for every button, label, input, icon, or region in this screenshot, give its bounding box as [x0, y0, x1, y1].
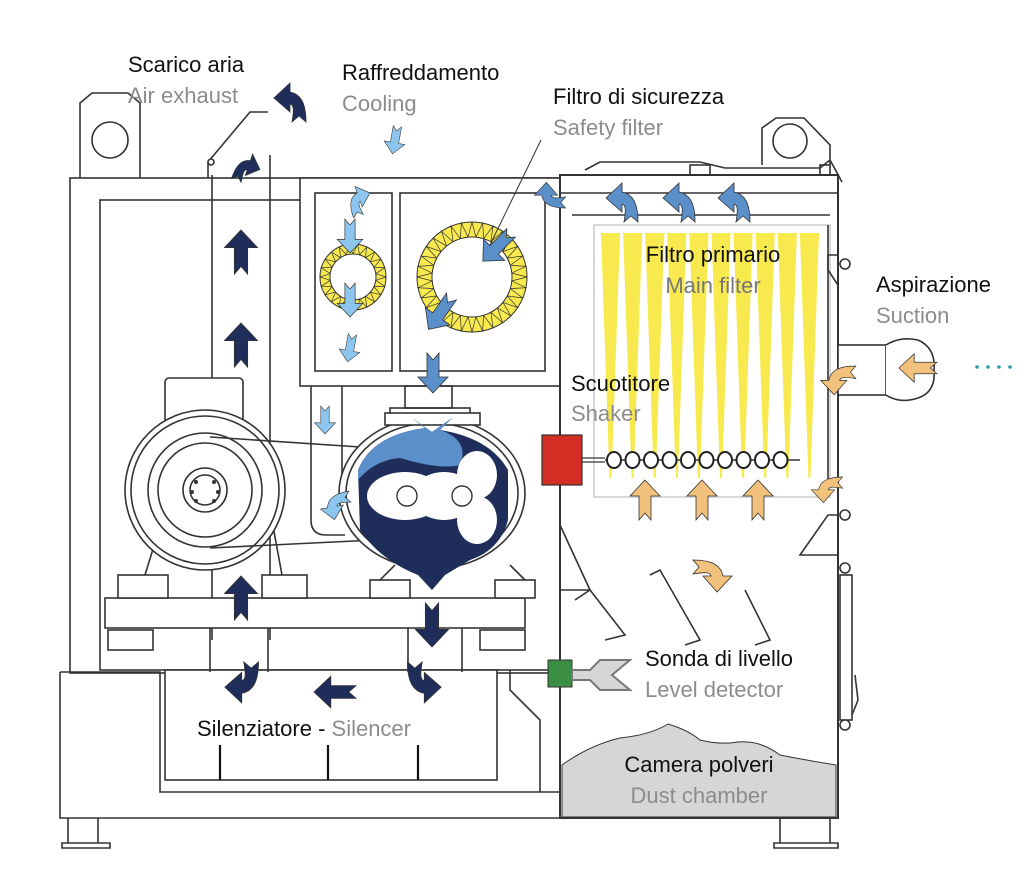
suction-hose-dots: [975, 365, 1012, 369]
label-dust-chamber-en: Dust chamber: [630, 783, 768, 808]
safety-filter-ring-pleats: [416, 221, 528, 333]
access-door: [839, 574, 853, 721]
shaker-ring: [606, 451, 622, 469]
label-air-exhaust-it: Scarico aria: [128, 52, 245, 77]
label-dust-chamber-it: Camera polveri: [624, 752, 774, 777]
lifting-eye-left: [79, 92, 141, 178]
main-filter-cartridge: [623, 233, 643, 478]
label-cooling-en: Cooling: [342, 91, 417, 116]
label-safety-filter-en: Safety filter: [553, 115, 664, 140]
main-filter-cartridge: [645, 233, 665, 478]
main-filter-cartridge: [689, 233, 709, 478]
shaker-ring: [624, 451, 641, 469]
shaker-ring: [698, 451, 715, 469]
shaker-motor: [541, 434, 583, 486]
foot-left: [61, 818, 111, 849]
lid-hinge: [584, 158, 843, 183]
label-air-exhaust-en: Air exhaust: [128, 83, 239, 108]
shaker-ring: [735, 451, 752, 469]
main-filter-cartridge: [667, 233, 687, 478]
main-filter-cartridge: [711, 233, 731, 478]
safety-filter-leader: [489, 139, 542, 246]
baffle-3: [744, 589, 772, 646]
lifting-eye-right: [761, 117, 831, 165]
baffle-2: [649, 568, 702, 646]
main-filter-cartridge: [755, 233, 775, 478]
main-filter-cartridges: [601, 233, 819, 478]
baffle-1: [574, 588, 627, 641]
cooling-filter-ring-pleats: [318, 243, 387, 311]
shaker-ring: [680, 451, 696, 469]
label-main-filter-it: Filtro primario: [645, 242, 781, 267]
shaker-ring: [643, 451, 659, 469]
label-level-detector-en: Level detector: [645, 677, 784, 702]
label-silencer-en: Silencer: [331, 716, 411, 741]
main-filter-cartridge: [777, 233, 797, 478]
label-suction-it: Aspirazione: [876, 272, 991, 297]
main-filter-cartridge: [799, 233, 819, 478]
exhaust-flap: [207, 111, 268, 178]
main-filter-cartridge: [733, 233, 753, 478]
label-silencer-separator: -: [311, 716, 332, 741]
shaker-rod: [582, 457, 605, 463]
label-suction-en: Suction: [876, 303, 950, 328]
main-filter-frame: [593, 224, 831, 498]
main-filter-cartridge: [601, 233, 621, 478]
shaker-ring: [661, 451, 678, 469]
shaker-ring: [754, 451, 770, 469]
blower-rotors: [358, 418, 508, 590]
base-frame: [59, 671, 560, 819]
shaker-ring: [772, 451, 789, 469]
shaker-bar: [605, 451, 800, 469]
foot-right: [773, 818, 839, 849]
label-shaker-en: Shaker: [571, 401, 641, 426]
cooling-filter-box: [314, 192, 393, 372]
label-safety-filter-it: Filtro di sicurezza: [553, 84, 725, 109]
dust-chamber-pile: [561, 723, 837, 818]
drive-belt: [209, 436, 376, 549]
label-level-detector-it: Sonda di livello: [645, 646, 793, 671]
safety-filter-box: [399, 192, 546, 372]
silencer-baffles: [218, 745, 420, 780]
level-detector: [547, 659, 633, 691]
electric-motor: [117, 377, 308, 599]
shaker-ring: [717, 451, 733, 469]
exhaust-arrow-out: [273, 82, 307, 123]
label-silencer: Silenziatore - Silencer: [197, 716, 411, 742]
label-cooling-it: Raffreddamento: [342, 60, 500, 85]
motor-bolts: [190, 480, 220, 503]
pump-base: [104, 597, 526, 629]
label-silencer-it: Silenziatore: [197, 716, 312, 741]
label-main-filter-en: Main filter: [665, 273, 761, 298]
label-shaker-it: Scuotitore: [571, 371, 671, 396]
